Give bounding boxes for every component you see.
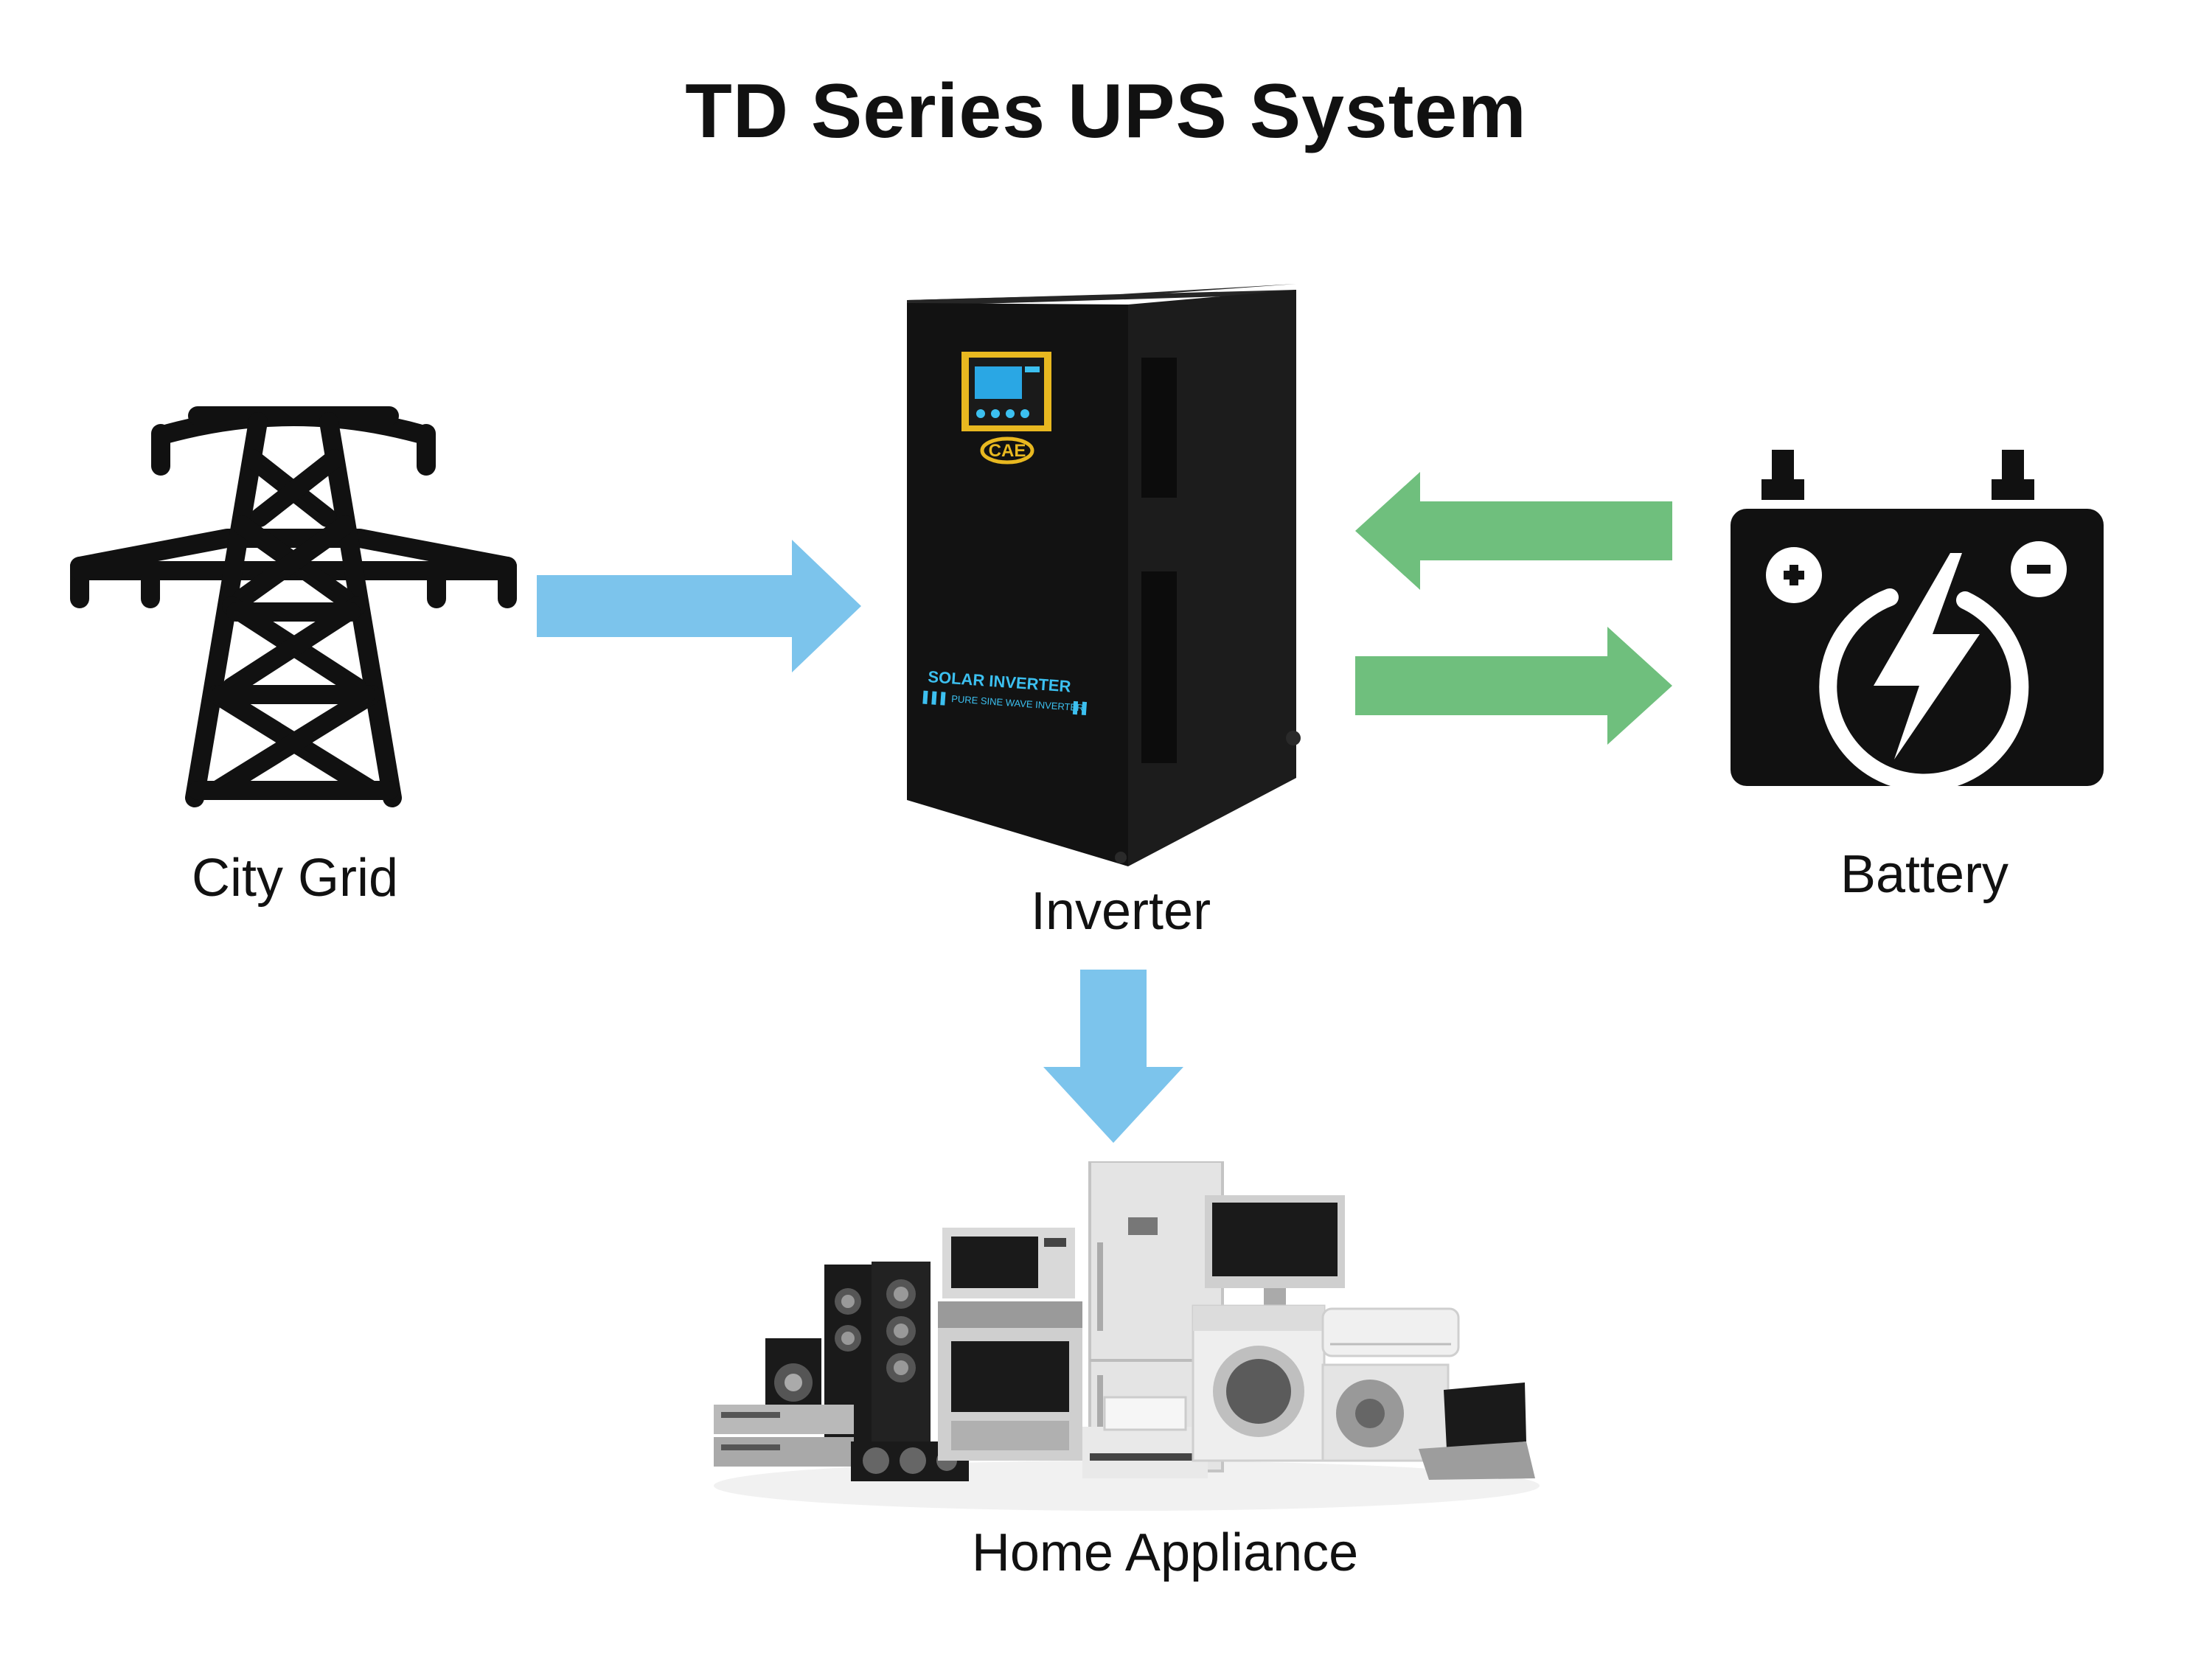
city-grid-label: City Grid: [191, 849, 399, 908]
inverter-brand-logo: CAE: [989, 441, 1026, 461]
battery-label: Battery: [1840, 845, 2009, 904]
speaker-tower: [824, 1262, 931, 1456]
inverter-label: Inverter: [1030, 882, 1211, 941]
home-appliance-label: Home Appliance: [971, 1523, 1359, 1582]
page-title: TD Series UPS System: [685, 69, 1527, 154]
transmission-tower-icon: [65, 378, 522, 820]
inverter-cabinet: CAE SOLAR INVERTER PURE SINE WAVE INVERT…: [898, 284, 1311, 866]
inverter-to-appliance-arrow: [1043, 970, 1183, 1143]
grid-to-inverter-arrow: [537, 540, 861, 672]
battery-icon: [1729, 442, 2105, 789]
home-appliances: [706, 1161, 1547, 1515]
battery-to-inverter-arrow: [1355, 472, 1672, 590]
inverter-to-battery-arrow: [1355, 627, 1672, 745]
